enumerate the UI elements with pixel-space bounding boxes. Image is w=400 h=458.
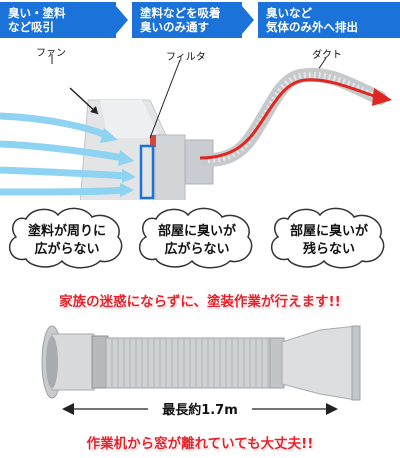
length-arrow-left-icon bbox=[62, 403, 74, 415]
filter-highlight bbox=[139, 144, 155, 200]
benefit-cloud-2: 部屋に臭いが 広がらない bbox=[136, 205, 258, 271]
step-2-line1: 塗料などを吸着 bbox=[140, 6, 221, 20]
duct-ribs bbox=[207, 71, 382, 163]
cloud-3-line2: 残らない bbox=[302, 242, 355, 257]
duct-product-illustration bbox=[41, 325, 361, 401]
exhaust-arrowhead-icon bbox=[372, 88, 392, 106]
filter-label: フィルタ bbox=[166, 52, 206, 63]
step-arrow-2-icon bbox=[242, 6, 254, 34]
fan-housing bbox=[154, 134, 186, 200]
step-1-line2: など吸引 bbox=[8, 20, 54, 34]
length-label: 最長約1.7m bbox=[162, 403, 238, 418]
step-2: 塗料などを吸着 臭いのみ通す bbox=[132, 2, 242, 38]
flow-arrow-4-icon bbox=[0, 186, 125, 196]
headline: 家族の迷惑にならずに、塗装作業が行えます!! bbox=[59, 294, 341, 310]
step-1: 臭い・塗料 など吸引 bbox=[0, 2, 116, 38]
cloud-2-line1: 部屋に臭いが bbox=[157, 224, 236, 239]
booth-hood-top bbox=[100, 100, 160, 138]
footer-text: 作業机から窓が離れていても大丈夫!! bbox=[86, 436, 314, 452]
step-arrow-1-icon bbox=[116, 6, 128, 34]
duct-nozzle bbox=[281, 325, 357, 401]
cloud-3-line1: 部屋に臭いが bbox=[289, 224, 368, 239]
fan-label: ファン bbox=[36, 48, 66, 59]
duct-label: ダクト bbox=[312, 50, 342, 61]
flow-arrow-3-icon bbox=[0, 166, 127, 180]
benefit-cloud-1: 塗料が周りに 広がらない bbox=[6, 205, 128, 271]
step-3: 臭いなど 気体のみ外へ排出 bbox=[258, 2, 400, 38]
step-1-line1: 臭い・塗料 bbox=[8, 6, 66, 20]
flow-arrow-2-icon bbox=[0, 140, 125, 162]
cloud-1-line2: 広がらない bbox=[34, 242, 100, 257]
step-3-line2: 気体のみ外へ排出 bbox=[266, 20, 358, 34]
exhaust-arrow bbox=[199, 78, 381, 160]
flow-arrow-1-icon bbox=[0, 112, 110, 140]
length-arrow-right-icon bbox=[326, 403, 338, 415]
benefit-cloud-3: 部屋に臭いが 残らない bbox=[268, 205, 390, 271]
paint-booth-illustration bbox=[0, 54, 392, 200]
switch-icon bbox=[150, 135, 156, 147]
step-2-line2: 臭いのみ通す bbox=[140, 20, 209, 34]
step-3-line1: 臭いなど bbox=[266, 6, 312, 20]
cloud-1-line1: 塗料が周りに bbox=[27, 224, 106, 239]
length-indicator bbox=[62, 399, 338, 419]
cloud-2-line2: 広がらない bbox=[164, 242, 230, 257]
